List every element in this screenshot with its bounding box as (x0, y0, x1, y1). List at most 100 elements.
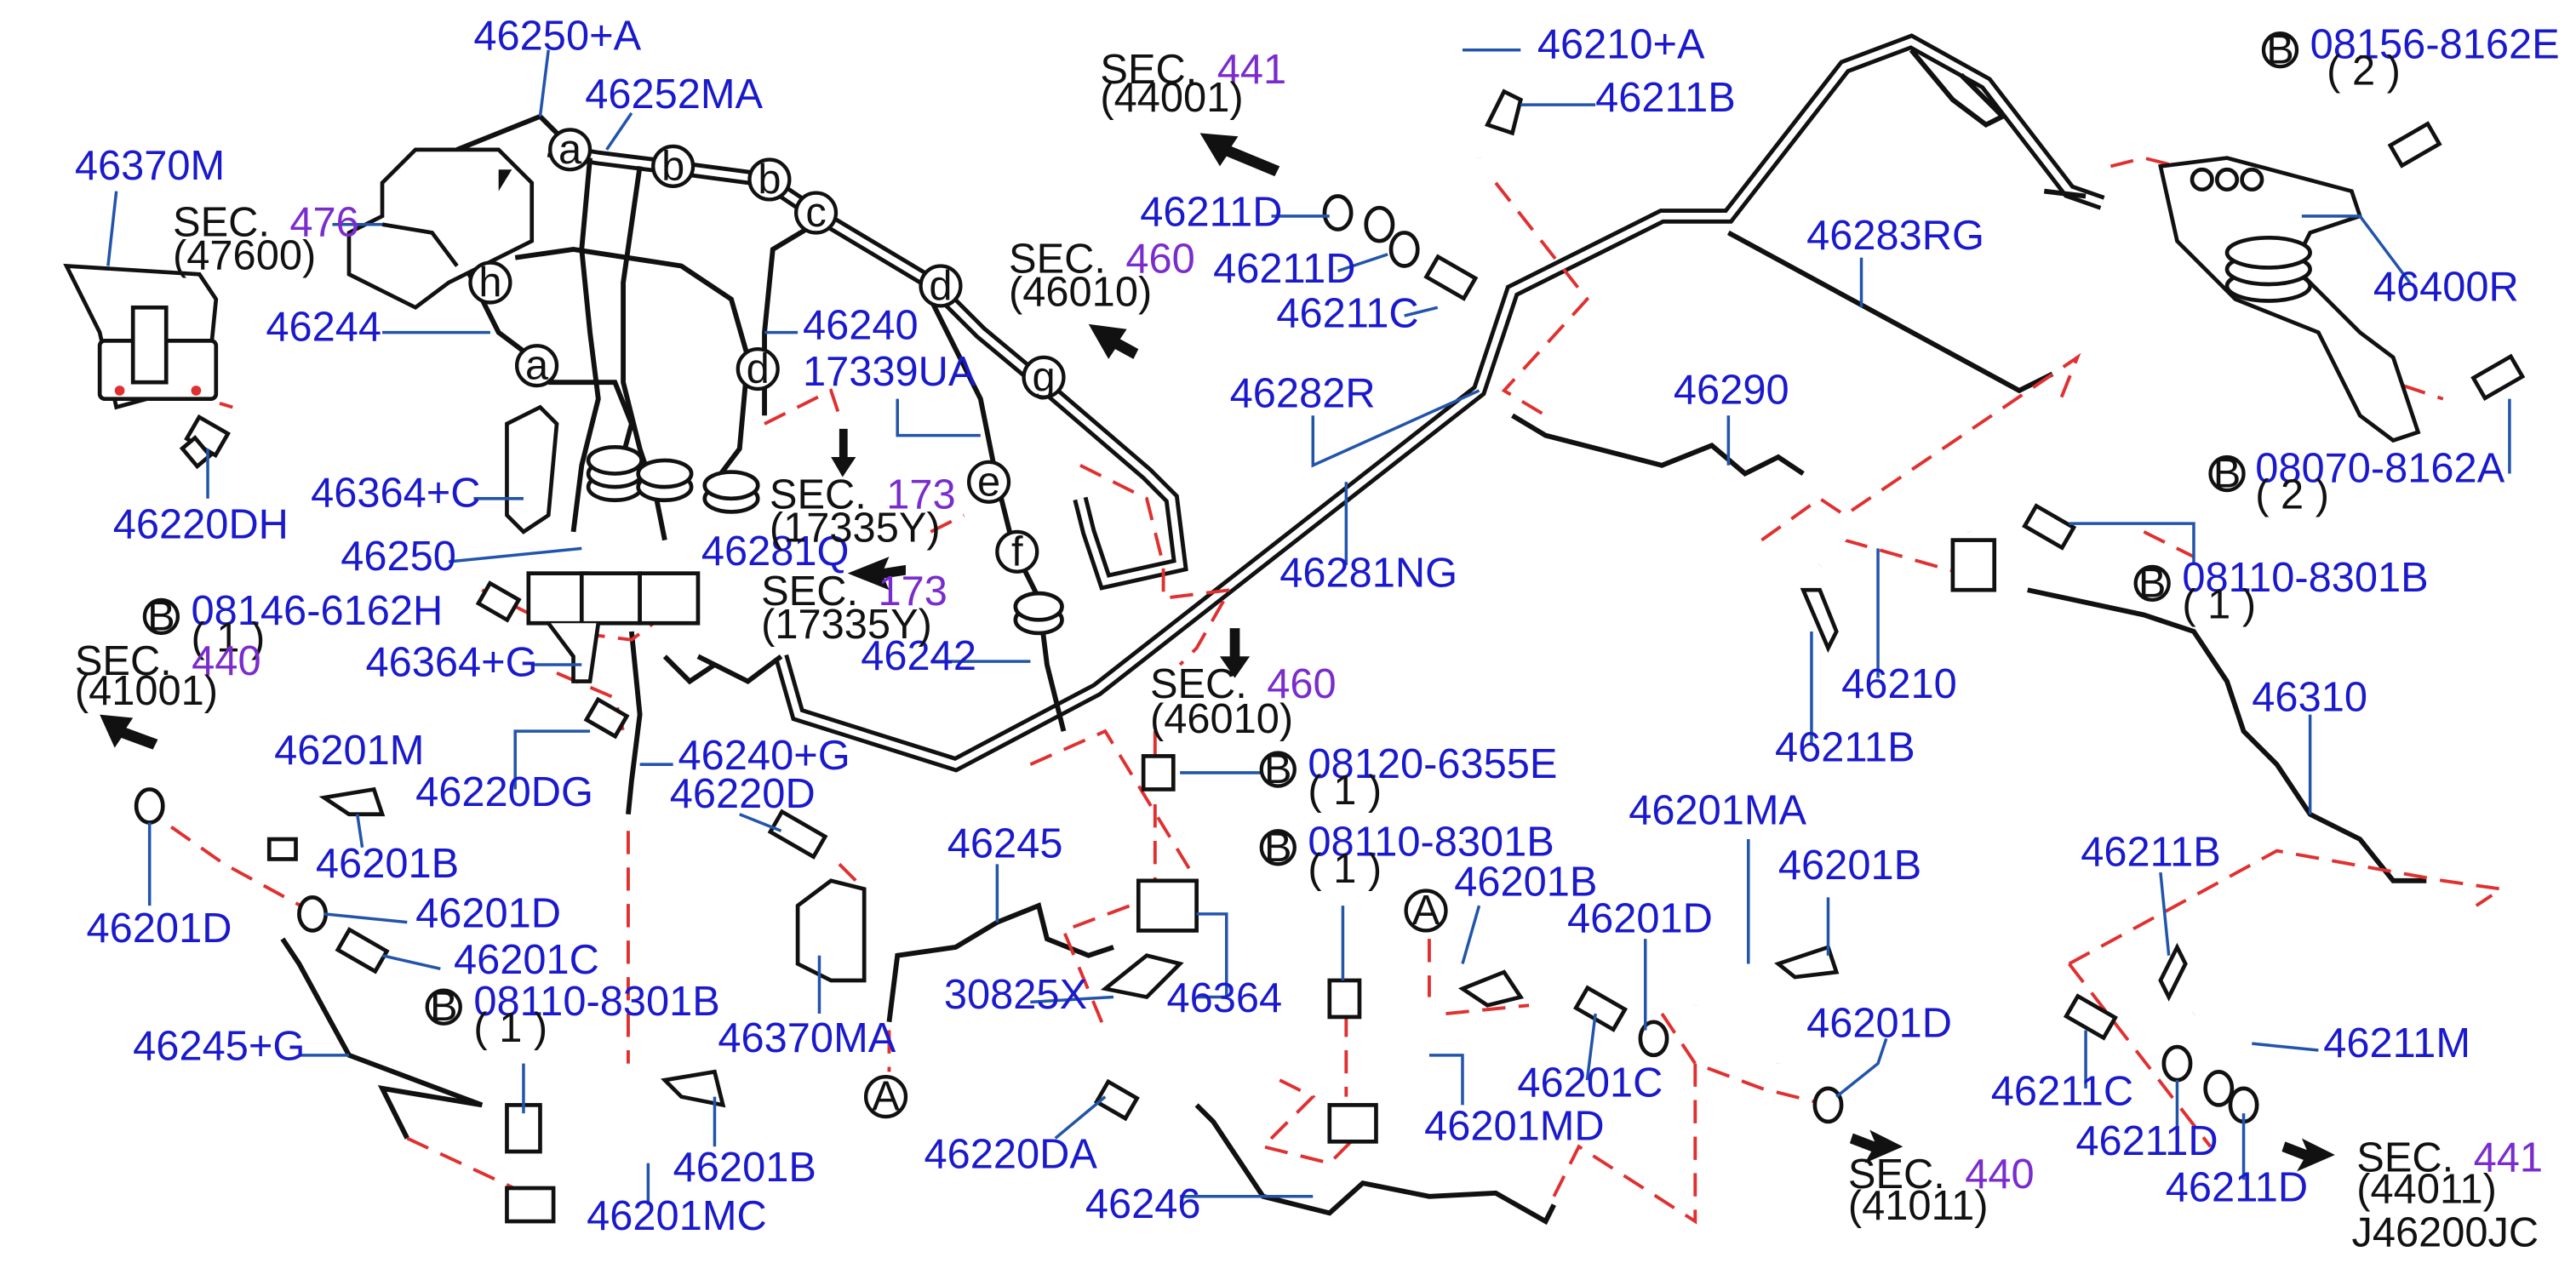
part-label: 46201MC (587, 1193, 767, 1239)
assembly-lines (140, 156, 2506, 1225)
part-label: 46211M (2323, 1020, 2470, 1066)
svg-text:SEC.441: SEC.441 (2356, 1134, 2543, 1180)
part-label: 46290 (1674, 368, 1789, 414)
part-label: 46211C (1276, 291, 1418, 337)
svg-text:( 1 ): ( 1 ) (473, 1005, 547, 1051)
svg-text:(41001): (41001) (75, 668, 218, 714)
section-ref-440-a: SEC.440(41001) (75, 638, 261, 714)
leader-lines (106, 48, 2511, 1205)
part-label: 46250 (341, 534, 456, 580)
svg-text:b: b (758, 157, 781, 203)
part-label: 46220DG (415, 769, 593, 815)
svg-text:(44011): (44011) (2356, 1167, 2497, 1213)
connector-h: h (468, 260, 512, 306)
junction-block-46364G (526, 571, 701, 683)
part-label: 46370MA (718, 1015, 896, 1061)
part-label: 30825X (944, 972, 1087, 1018)
svg-text:B: B (2213, 451, 2241, 497)
part-label: 46211C (1991, 1068, 2133, 1114)
svg-text:(17335Y): (17335Y) (761, 602, 932, 648)
part-label: 46240 (803, 302, 919, 348)
part-label: 46282R (1230, 370, 1376, 416)
section-ref-441-a: SEC.441(44001) (1100, 47, 1286, 121)
bolt-spec-5: B 08156-8162E ( 2 ) (2261, 21, 2560, 94)
coil-46281Q (586, 444, 1064, 636)
part-label: 46201D (87, 906, 232, 952)
svg-text:a: a (558, 127, 582, 173)
svg-text:B: B (2138, 560, 2167, 606)
svg-text:g: g (1032, 354, 1055, 400)
part-label: 46245+G (133, 1024, 305, 1070)
connector-A-1: A (863, 1074, 908, 1120)
part-label: 17339UA (803, 349, 976, 395)
bolt-spec-6: B 08070-8162A ( 2 ) (2208, 445, 2505, 518)
section-ref-476: SEC.476(47600) (173, 199, 359, 278)
part-label: 46400R (2373, 265, 2519, 311)
svg-text:(46010): (46010) (1009, 269, 1152, 315)
direction-arrows (100, 133, 2335, 1172)
connector-f: f (995, 529, 1039, 574)
part-label: 46283RG (1806, 213, 1984, 259)
bolt-spec-3: B 08120-6355E ( 1 ) (1259, 741, 1557, 814)
part-label: 46246 (1085, 1181, 1201, 1227)
part-label: 46210 (1841, 661, 1957, 707)
part-label: 46211D (1213, 246, 1355, 292)
part-label: 46364+G (365, 640, 537, 686)
part-label: 46364 (1166, 975, 1282, 1021)
svg-text:SEC.173: SEC.173 (770, 472, 956, 518)
part-graphics (63, 37, 2526, 1224)
svg-text:B: B (1264, 746, 1292, 792)
svg-text:(17335Y): (17335Y) (770, 506, 941, 551)
part-label: 46281NG (1279, 550, 1457, 596)
svg-text:( 1 ): ( 1 ) (1308, 846, 1382, 892)
part-labels: 46250+A 46252MA 46370M 46244 46220DH 463… (75, 14, 2519, 1239)
part-label: 46211B (2081, 829, 2221, 875)
part-label: 46240+G (678, 733, 850, 779)
svg-text:d: d (747, 346, 770, 392)
bolt-spec-1: B 08146-6162H ( 1 ) (142, 588, 443, 660)
svg-text:a: a (525, 343, 549, 389)
svg-text:h: h (478, 260, 501, 306)
svg-text:SEC.441: SEC.441 (1100, 47, 1286, 93)
svg-text:SEC.440: SEC.440 (75, 638, 261, 684)
part-label: 46244 (266, 304, 381, 350)
connector-a-2: a (515, 343, 559, 389)
svg-text:SEC.476: SEC.476 (173, 199, 359, 245)
actuator-unit (346, 147, 535, 311)
part-label: 46310 (2252, 675, 2367, 721)
svg-text:B: B (2266, 27, 2294, 73)
connector-A-2: A (1404, 888, 1448, 934)
section-ref-173-b: SEC.173(17335Y) (761, 569, 947, 648)
svg-text:08110-8301B: 08110-8301B (473, 979, 719, 1025)
part-label: 46220DH (113, 502, 289, 548)
svg-text:08110-8301B: 08110-8301B (2182, 555, 2428, 601)
part-label: 46201C (1517, 1060, 1663, 1106)
bolt-spec-4: B 08110-8301B ( 1 ) (1259, 820, 1554, 892)
part-label: 46201D (415, 891, 561, 937)
part-label: 46211D (2166, 1165, 2308, 1211)
part-label: 46245 (947, 821, 1063, 867)
part-label: 46201B (316, 841, 459, 887)
section-ref-173-a: SEC.173(17335Y) (770, 472, 956, 551)
part-label: 46201MD (1424, 1103, 1605, 1149)
svg-text:( 1 ): ( 1 ) (2182, 581, 2256, 627)
connector-b-1: b (651, 143, 696, 189)
part-label: 46220D (670, 771, 816, 817)
connector-c: c (793, 190, 839, 236)
part-label: 46370M (75, 143, 225, 189)
part-label: 46281Q (701, 529, 850, 574)
section-ref-460-a: SEC.460(46010) (1009, 236, 1195, 315)
svg-text:(41011): (41011) (1848, 1183, 1989, 1229)
part-label: 46242 (861, 633, 976, 679)
svg-text:d: d (929, 263, 952, 309)
svg-text:SEC.173: SEC.173 (761, 569, 947, 614)
part-label: 46210+A (1537, 21, 1705, 67)
svg-text:f: f (1011, 529, 1023, 574)
svg-text:( 1 ): ( 1 ) (192, 614, 266, 660)
svg-text:B: B (430, 984, 458, 1030)
svg-text:A: A (1412, 888, 1440, 934)
svg-text:SEC.460: SEC.460 (1009, 236, 1195, 282)
svg-text:(46010): (46010) (1150, 696, 1293, 742)
